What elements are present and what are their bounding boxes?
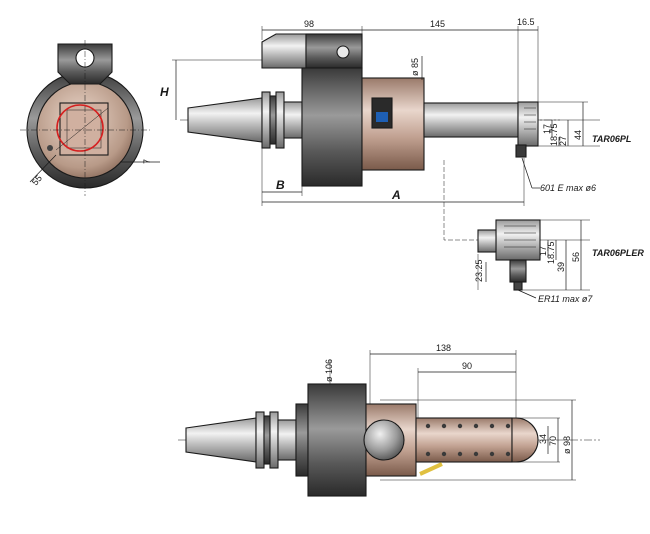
bottom-taper [185,417,257,463]
dim-7-text: 7 [142,159,152,164]
dim-17-text: 17 [542,124,552,134]
pler-dim-18-75-text: 18.75 [546,241,556,264]
dim-106-text: ø 106 [324,359,334,382]
insert-tip [515,144,527,158]
flange-2 [275,91,285,149]
callout-pler-text: ER11 max ø7 [538,294,593,304]
dim-44-text: 44 [573,130,583,140]
dim-98-bottom-text: ø 98 [562,436,572,454]
dim-18-75-text: 18.75 [549,123,559,146]
er11-collet [509,259,527,283]
bronze-body [361,77,425,171]
callout-pl-leader [521,157,533,189]
boring-bar [423,102,519,138]
clamp-screw [336,45,350,59]
dim-H-text: H [160,85,169,99]
taper-shank [187,97,263,143]
clamp-nose [261,33,307,69]
er11-tool [513,281,523,291]
bar-head [517,101,539,147]
detail-pler: 17 18.75 39 56 23.25 TAR06PLER ER11 max … [443,160,644,304]
pler-dim-39-text: 39 [556,262,566,272]
dim-A-text: A [391,188,401,202]
callout-pl-text: 601 E max ø6 [540,183,596,193]
dim-16-5-text: 16.5 [517,17,535,27]
logo-badge-icon [376,112,388,122]
end-view-diagonal [55,107,109,151]
bottom-view: ø 106 138 90 34 70 ø 98 [178,343,600,497]
dim-85-text: ø 85 [410,58,420,76]
flange-1 [261,91,271,149]
end-view: 55 7 [20,40,160,196]
detail-link-line [443,160,496,241]
end-view-red-circle [56,104,104,152]
pler-dim-56-text: 56 [571,252,581,262]
dim-145-text: 145 [430,19,445,29]
dim-90-text: 90 [462,361,472,371]
clamp-block [305,33,363,69]
side-view-pl: 98 145 16.5 ø 85 H B A 17 18.75 27 [160,17,631,206]
main-body [301,67,363,187]
bottom-slide [415,417,513,463]
dim-138-text: 138 [436,343,451,353]
slide-holes [425,423,511,457]
callout-pler-leader [517,289,537,299]
bottom-main-body [307,383,367,497]
label-tar06pl: TAR06PL [592,134,631,144]
end-view-square-seat [59,102,109,156]
dim-70-text: 70 [548,436,558,446]
dim-55-text: 55 [30,173,44,187]
wrench-bolt-icon [419,462,443,476]
flange-neck [283,101,303,139]
dim-B-text: B [276,178,285,192]
dim-55-leader [29,154,57,183]
end-view-inner-square [66,109,102,149]
dim-34-text: 34 [538,434,548,444]
label-tar06pler: TAR06PLER [592,248,644,258]
pler-dim-17-text: 17 [538,246,548,256]
bottom-drive-boss [363,419,405,461]
flange-groove [269,95,277,145]
dim-27-text: 27 [558,136,568,146]
pler-dim-23-25-text: 23.25 [474,259,484,282]
pler-bar [477,229,497,253]
end-view-screw [47,145,53,151]
dim-98-text: 98 [304,19,314,29]
